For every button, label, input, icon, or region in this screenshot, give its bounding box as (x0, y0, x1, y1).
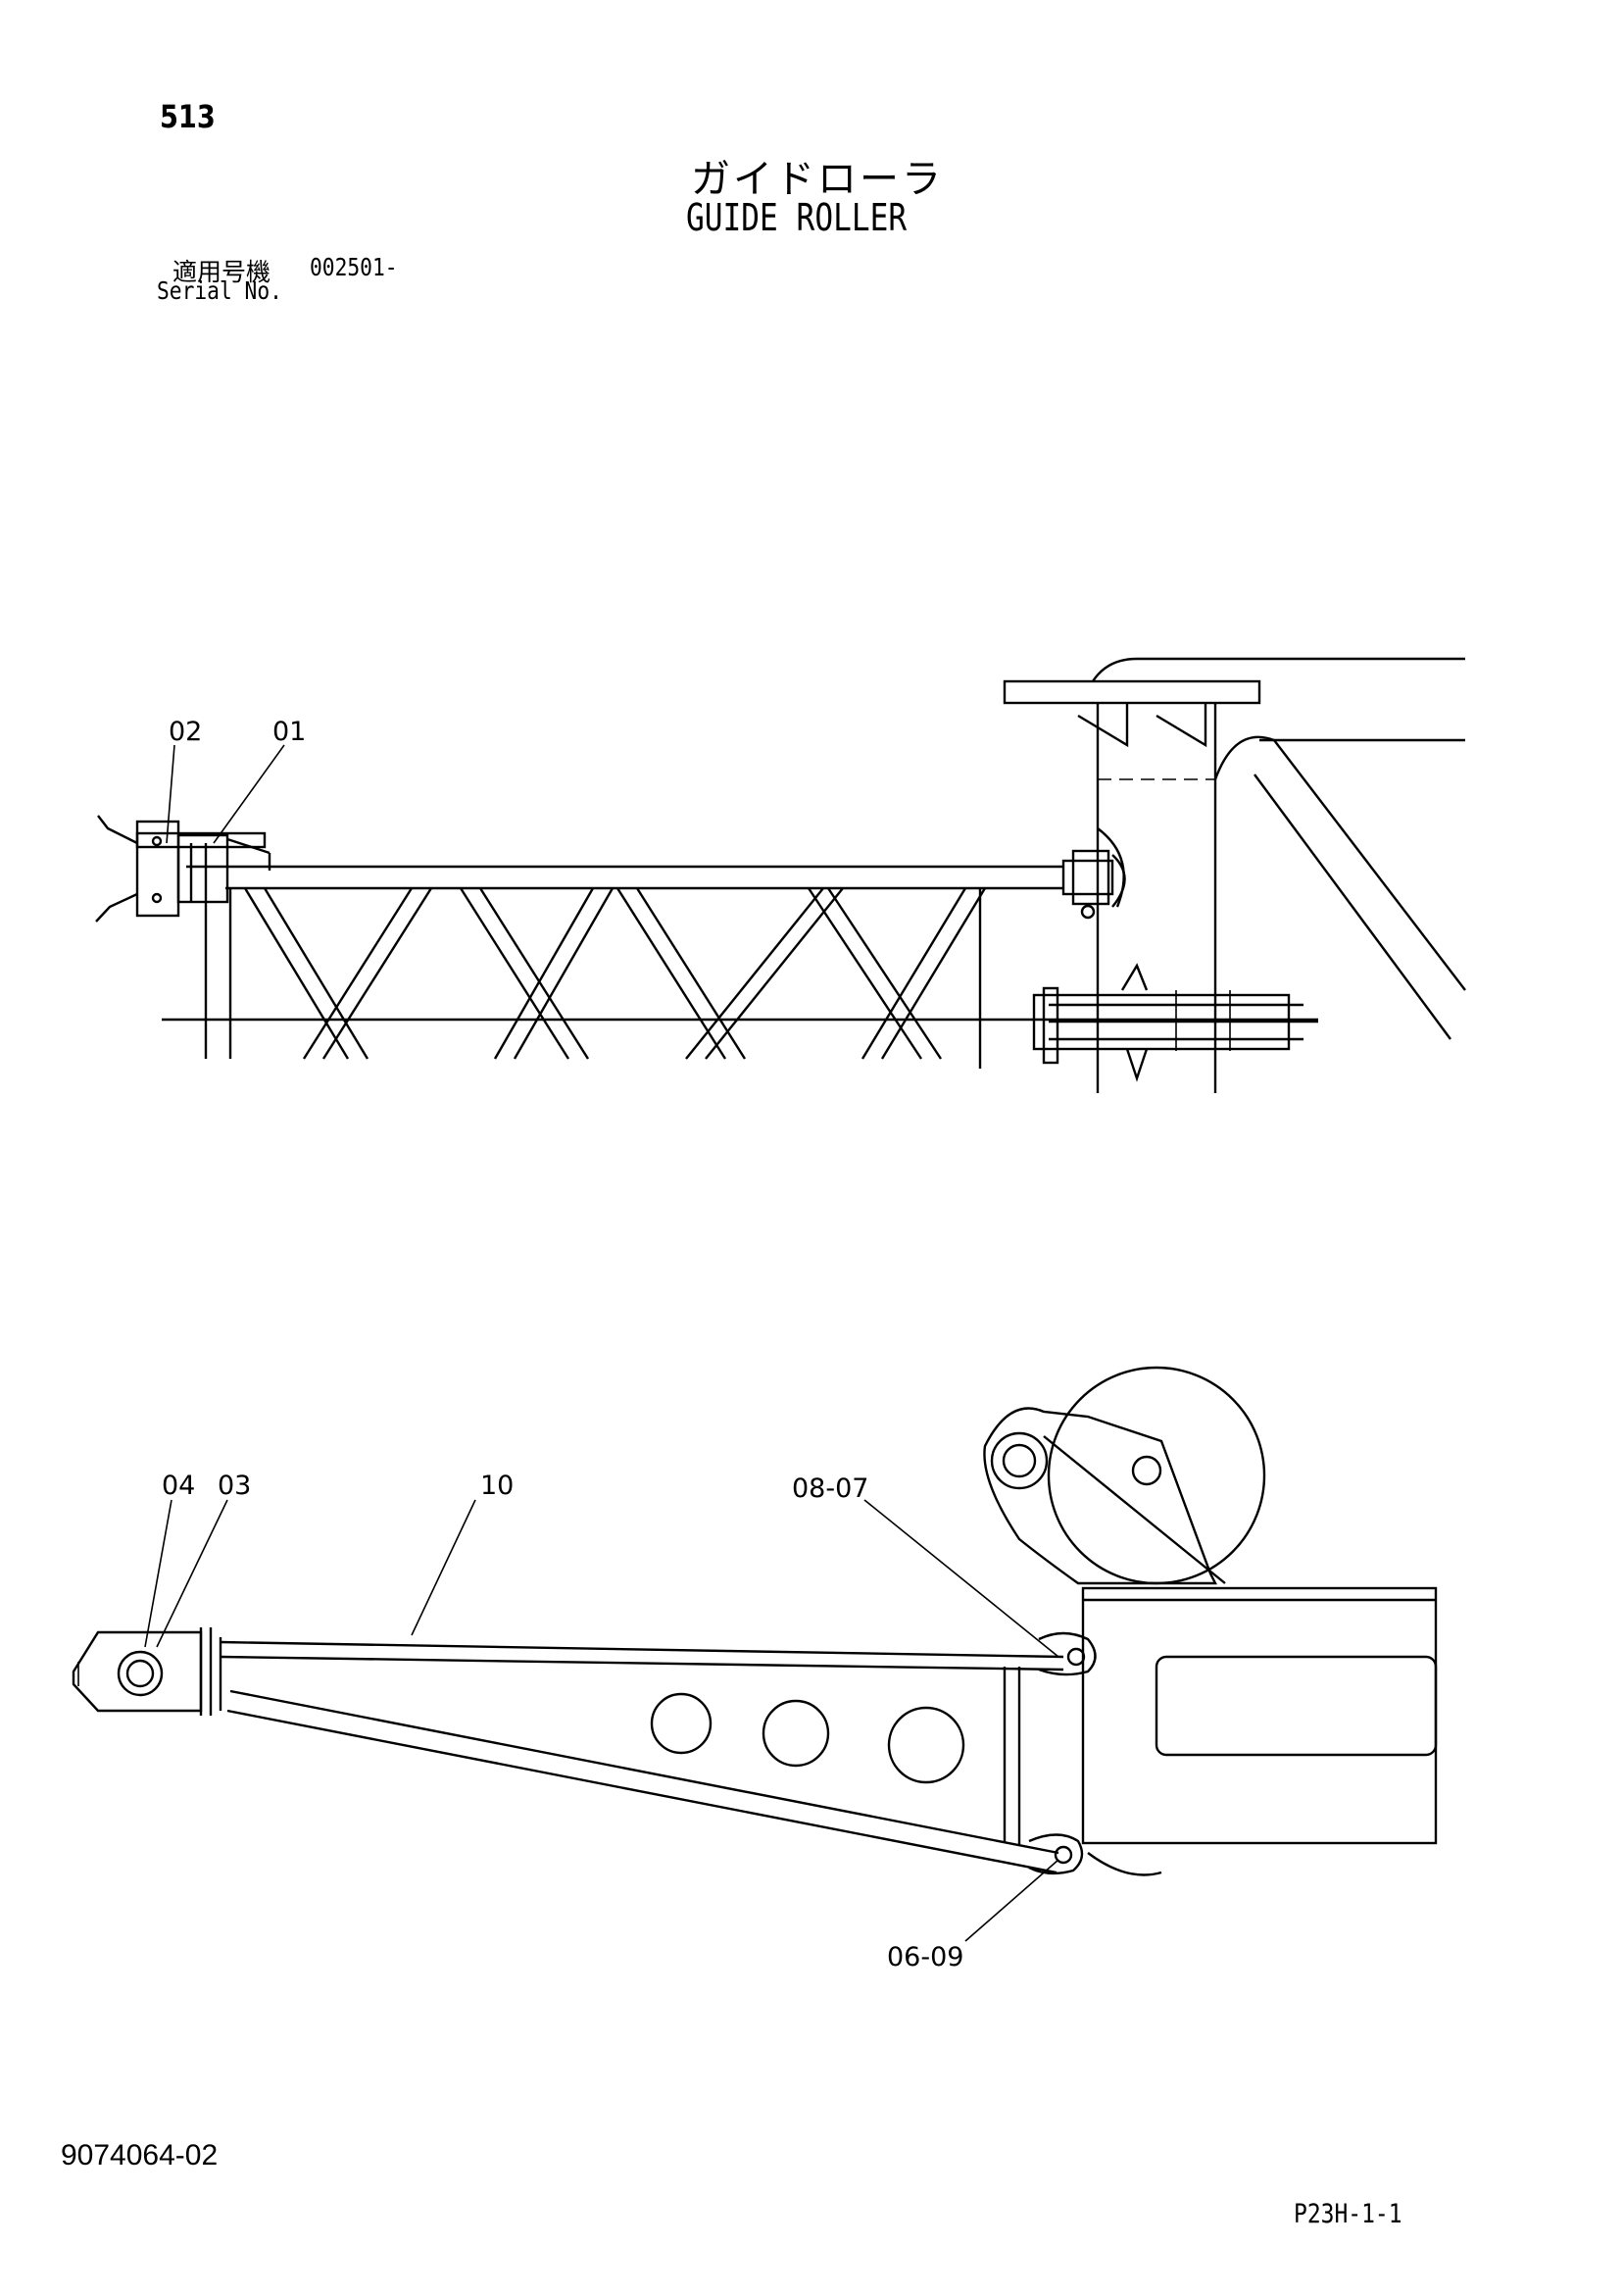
lattice-lacing (243, 887, 987, 1069)
upper-view: 02 01 (95, 657, 1466, 1093)
roller-pin (117, 1650, 164, 1697)
rod-clevis (1061, 849, 1126, 920)
callout-leader-04 (144, 1499, 172, 1648)
serial-label-english: Serial No. (157, 276, 282, 305)
lightening-hole-2 (762, 1699, 830, 1768)
title-japanese: ガイドローラ (691, 157, 944, 202)
callout-10: 10 (480, 1471, 514, 1501)
callout-leader-06-09 (964, 1859, 1059, 1942)
title-english: GUIDE ROLLER (686, 196, 908, 239)
callout-01: 01 (272, 717, 306, 747)
boom-body (1081, 1586, 1438, 1876)
sheet-code: P23H-1-1 (1294, 2199, 1402, 2229)
callout-08-07: 08-07 (792, 1473, 868, 1504)
document-number: 9074064-02 (61, 2139, 219, 2171)
serial-label-japanese: 適用号機 (172, 258, 271, 286)
callout-leader-08-07 (863, 1499, 1059, 1658)
left-guide-bracket (95, 815, 271, 923)
large-sheave (983, 1366, 1266, 1585)
callout-02: 02 (169, 717, 202, 747)
lightening-hole-3 (887, 1706, 965, 1784)
boom-head-structure (1003, 657, 1466, 1093)
lower-view: 04 03 10 08-07 06-09 (72, 1366, 1438, 1972)
lower-joint-06-09 (1028, 1833, 1084, 1875)
callout-leader-01 (213, 744, 285, 844)
callout-leader-03 (156, 1499, 228, 1648)
serial-value: 002501- (310, 253, 398, 281)
callout-leader-02 (166, 744, 175, 844)
upper-sheave-assembly (1032, 963, 1318, 1082)
callout-06-09: 06-09 (887, 1942, 963, 1972)
callout-03: 03 (218, 1471, 251, 1501)
guide-roller-end (72, 1627, 222, 1716)
guide-strut-frame (220, 1640, 1064, 1874)
page-number: 513 (160, 98, 216, 135)
callout-leader-10 (411, 1499, 476, 1636)
lightening-hole-1 (650, 1692, 713, 1755)
callout-04: 04 (162, 1471, 195, 1501)
